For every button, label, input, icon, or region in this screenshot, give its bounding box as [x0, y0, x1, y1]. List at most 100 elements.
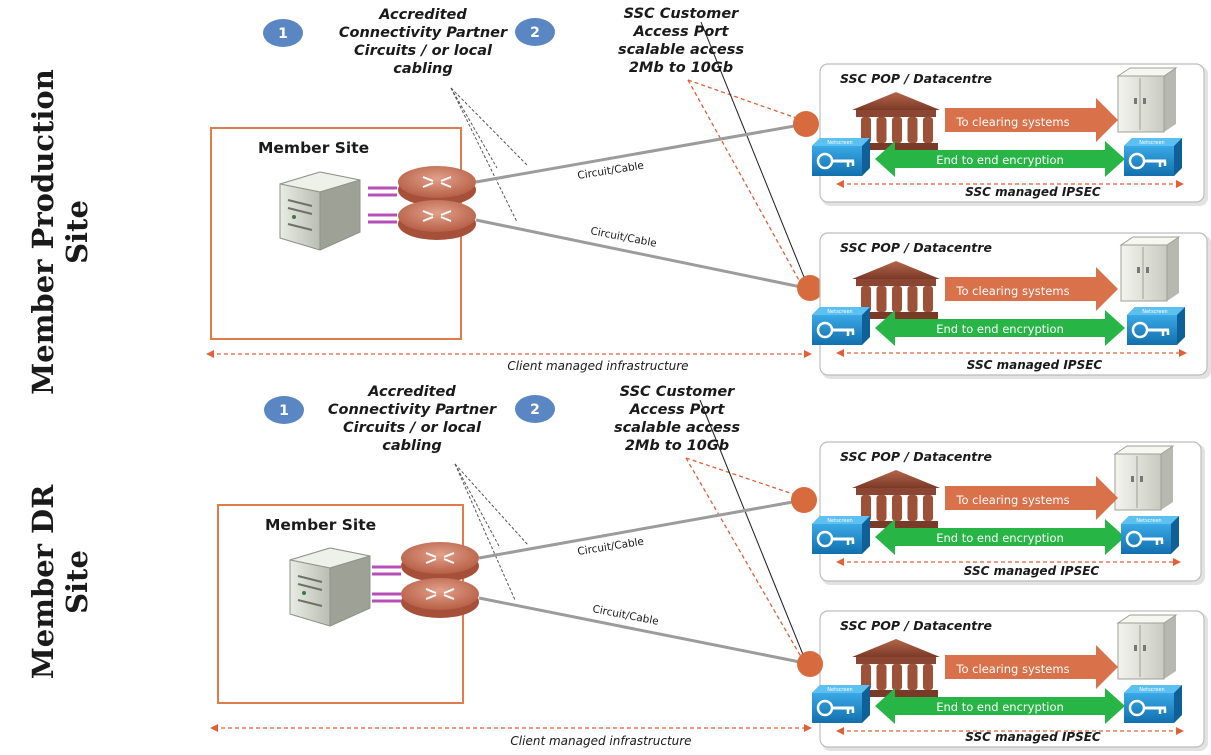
key-device-icon: Netscreen: [812, 516, 870, 554]
server-icon: [279, 171, 361, 251]
ipsec-label: SSC managed IPSEC: [964, 564, 1100, 578]
svg-text:To clearing systems: To clearing systems: [955, 493, 1069, 507]
svg-text:Connectivity Partner: Connectivity Partner: [328, 402, 497, 418]
svg-text:Circuits / or local: Circuits / or local: [354, 43, 493, 59]
connection-point-icon: [791, 487, 817, 513]
ssc-port-text: SSC Customer Access Port scalable access…: [614, 384, 740, 454]
connection-point-icon: [797, 275, 823, 301]
bank-building-icon: [852, 639, 940, 697]
badge-1: 1: [264, 396, 304, 424]
svg-text:2Mb to 10Gb: 2Mb to 10Gb: [625, 438, 729, 454]
side-label-line1: Member DR: [26, 484, 60, 679]
vertical-link-line: [700, 21, 807, 283]
svg-text:Netscreen: Netscreen: [1139, 687, 1164, 693]
svg-text:2: 2: [530, 25, 540, 41]
circuit-cables: [475, 122, 807, 290]
svg-text:Netscreen: Netscreen: [827, 140, 852, 146]
datacentre-cabinet-icon: [1113, 445, 1175, 511]
clearing-systems-arrow: To clearing systems: [945, 476, 1118, 520]
key-device-icon: Netscreen: [812, 307, 870, 345]
side-label-line2: Site: [60, 200, 94, 264]
svg-text:cabling: cabling: [393, 61, 452, 77]
clearing-systems-arrow: To clearing systems: [945, 645, 1118, 689]
svg-text:Netscreen: Netscreen: [1139, 140, 1164, 146]
circuit-cables: [478, 498, 811, 666]
svg-text:End to end encryption: End to end encryption: [936, 322, 1064, 336]
clearing-systems-arrow: To clearing systems: [945, 267, 1118, 311]
svg-text:Netscreen: Netscreen: [1136, 518, 1161, 524]
datacentre-cabinet-icon: [1116, 67, 1178, 133]
encryption-arrow: End to end encryption: [875, 141, 1125, 177]
partner-callout-lines: [450, 87, 528, 223]
svg-text:1: 1: [279, 403, 289, 419]
partner-text: Accredited Connectivity Partner Circuits…: [328, 384, 497, 454]
encryption-arrow: End to end encryption: [875, 688, 1125, 724]
key-device-icon: Netscreen: [1121, 516, 1179, 554]
server-icon: [289, 547, 371, 627]
svg-text:End to end encryption: End to end encryption: [936, 531, 1064, 545]
pop-panel: SSC POP / Datacentre To clearing systemsE…: [812, 63, 1208, 206]
svg-text:Netscreen: Netscreen: [827, 518, 852, 524]
pop-title: SSC POP / Datacentre: [840, 71, 992, 86]
key-device-icon: Netscreen: [1124, 685, 1182, 723]
server-router-links: [368, 186, 397, 224]
connection-point-icon: [793, 111, 819, 137]
pop-panel: SSC POP / Datacentre To clearing systemsE…: [812, 232, 1211, 379]
datacentre-cabinet-icon: [1119, 236, 1181, 302]
encryption-arrow: End to end encryption: [875, 519, 1125, 555]
partner-text: Accredited Connectivity Partner Circuits…: [339, 7, 508, 77]
router-icon: [401, 542, 479, 582]
side-label-dr: Member DR Site: [26, 484, 94, 679]
side-label-line2: Site: [60, 550, 94, 614]
key-device-icon: Netscreen: [1124, 138, 1182, 176]
badge-1: 1: [263, 19, 303, 47]
badge-2: 2: [515, 395, 555, 423]
svg-text:Access Port: Access Port: [633, 24, 730, 40]
client-infra-label: Client managed infrastructure: [507, 359, 688, 373]
ssc-port-callout-lines: [685, 457, 805, 663]
bank-building-icon: [852, 261, 940, 319]
member-site-label: Member Site: [258, 139, 369, 157]
svg-text:Accredited: Accredited: [367, 384, 456, 400]
vertical-link-line: [699, 399, 807, 663]
svg-text:2: 2: [530, 402, 540, 418]
svg-text:Access Port: Access Port: [629, 402, 726, 418]
router-icon: [398, 166, 476, 206]
key-device-icon: Netscreen: [1127, 307, 1185, 345]
pop-title: SSC POP / Datacentre: [840, 449, 992, 464]
key-device-icon: Netscreen: [812, 685, 870, 723]
ssc-port-callout-lines: [687, 79, 803, 283]
svg-text:SSC Customer: SSC Customer: [620, 384, 735, 400]
svg-text:scalable access: scalable access: [618, 42, 744, 58]
svg-text:cabling: cabling: [382, 438, 441, 454]
badge-2: 2: [515, 18, 555, 46]
ssc-port-text: SSC Customer Access Port scalable access…: [618, 6, 744, 76]
connection-point-icon: [797, 651, 823, 677]
circuit-label-2: Circuit/Cable: [591, 603, 659, 628]
svg-text:To clearing systems: To clearing systems: [955, 662, 1069, 676]
svg-text:To clearing systems: To clearing systems: [955, 284, 1069, 298]
svg-text:Connectivity Partner: Connectivity Partner: [339, 25, 508, 41]
svg-text:Circuits / or local: Circuits / or local: [343, 420, 482, 436]
svg-text:End to end encryption: End to end encryption: [936, 153, 1064, 167]
side-label-production: Member Production Site: [26, 69, 94, 395]
svg-text:SSC Customer: SSC Customer: [624, 6, 739, 22]
side-label-line1: Member Production: [26, 69, 60, 395]
partner-callout-lines: [454, 463, 529, 601]
encryption-arrow: End to end encryption: [875, 310, 1125, 346]
clearing-systems-arrow: To clearing systems: [945, 98, 1118, 142]
svg-text:Netscreen: Netscreen: [827, 687, 852, 693]
ipsec-label: SSC managed IPSEC: [965, 185, 1101, 199]
pop-title: SSC POP / Datacentre: [840, 240, 992, 255]
bank-building-icon: [852, 92, 940, 150]
ipsec-label: SSC managed IPSEC: [965, 730, 1101, 744]
ipsec-label: SSC managed IPSEC: [967, 358, 1103, 372]
key-device-icon: Netscreen: [812, 138, 870, 176]
svg-text:Netscreen: Netscreen: [827, 309, 852, 315]
datacentre-cabinet-icon: [1116, 614, 1178, 680]
pop-panel: SSC POP / Datacentre To clearing systemsE…: [812, 441, 1205, 585]
svg-text:To clearing systems: To clearing systems: [955, 115, 1069, 129]
